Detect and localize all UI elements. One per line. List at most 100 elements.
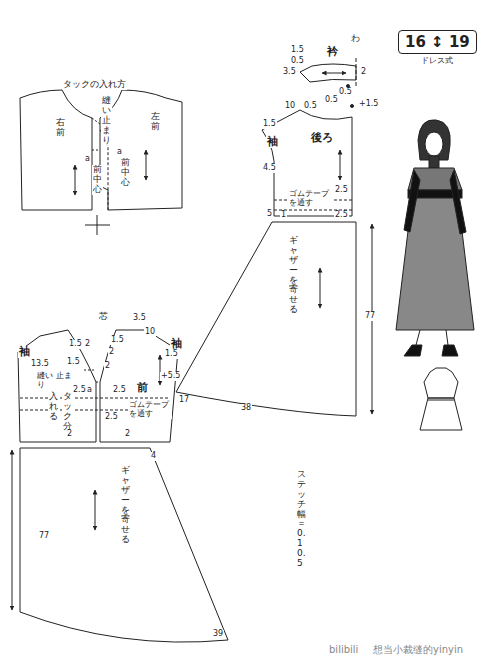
- pattern-stroke: [320, 268, 321, 308]
- dimension-label: 39: [212, 630, 224, 639]
- part-label: 衿: [326, 46, 339, 58]
- dimension-label: 2.5: [334, 186, 349, 195]
- part-label: 袖: [170, 338, 183, 350]
- part-label: ギャザーを寄せる: [120, 466, 131, 545]
- pattern-stroke: [425, 132, 443, 156]
- pattern-stroke: [424, 368, 458, 398]
- pattern-stroke: [404, 345, 422, 356]
- fashion-illustration: [396, 120, 474, 356]
- pattern-stroke: [100, 330, 178, 442]
- dimension-label: 2: [104, 362, 111, 371]
- dimension-label: 1.5: [164, 350, 179, 359]
- pattern-stroke: [262, 110, 352, 216]
- dimension-label: 13.5: [30, 360, 50, 369]
- pattern-stroke: [95, 490, 96, 530]
- dimension-label: 0.5: [338, 88, 353, 97]
- dimension-label: 2: [124, 430, 131, 439]
- pattern-stroke: [351, 105, 354, 108]
- back-skirt: [176, 222, 372, 416]
- part-label: ゴムテープ を通す: [128, 401, 172, 419]
- part-label: 芯: [98, 312, 109, 322]
- dimension-label: 77: [364, 312, 376, 321]
- pattern-stroke: [450, 170, 466, 234]
- dimension-label: 1: [280, 211, 287, 220]
- dimension-label: 4.5: [262, 164, 277, 173]
- pattern-stroke: [18, 330, 96, 442]
- part-label: タックの入れ方: [62, 80, 127, 90]
- part-label: 前: [136, 382, 149, 394]
- watermark: bilibili: [328, 644, 359, 655]
- part-label: 縫い止まり: [101, 96, 112, 145]
- pattern-stroke: [176, 222, 356, 416]
- flat-sketch: [420, 368, 462, 430]
- part-label: 袖: [18, 346, 31, 358]
- dimension-label: 1.5: [110, 336, 125, 345]
- part-label: 右前: [55, 118, 66, 138]
- pattern-stroke: [428, 400, 454, 401]
- dimension-label: 1.5: [68, 340, 83, 349]
- part-label: 袖: [266, 136, 279, 148]
- dimension-label: 10: [144, 328, 156, 337]
- dimension-label: 0.5: [290, 57, 305, 66]
- dimension-label: 2: [66, 430, 73, 439]
- pattern-stroke: [322, 73, 346, 74]
- pattern-stroke: [92, 118, 100, 150]
- pattern-stroke: [85, 215, 110, 235]
- part-label: 前中心: [120, 158, 131, 188]
- dimension-label: 2.5: [104, 413, 119, 422]
- dimension-label: 5: [266, 210, 273, 219]
- dimension-label: 1.5: [262, 120, 277, 129]
- dimension-label: 2.5: [72, 386, 87, 395]
- front-bodice: [18, 330, 178, 442]
- dimension-label: +5.5: [160, 372, 181, 381]
- pattern-stroke: [442, 345, 458, 356]
- dimension-label: 3.5: [282, 68, 297, 77]
- dimension-label: 2.5: [112, 386, 127, 395]
- dimension-label: 77: [38, 532, 50, 541]
- tuck-diagram: [20, 90, 182, 235]
- pattern-stroke: [429, 156, 439, 168]
- part-label: ステッチ幅＝0.1 0.5: [296, 470, 307, 569]
- pattern-stroke: [300, 64, 356, 82]
- front-skirt: [12, 448, 228, 642]
- pattern-stroke: [12, 450, 13, 610]
- pattern-stroke: [100, 90, 182, 210]
- pattern-stroke: [356, 58, 357, 88]
- part-label: 入れる: [48, 392, 59, 422]
- part-label: 左前: [150, 112, 161, 132]
- pattern-stroke: [404, 170, 420, 232]
- dimension-label: 2.5: [334, 211, 349, 220]
- pattern-stroke: [146, 150, 147, 180]
- pattern-stroke: [84, 370, 100, 382]
- pattern-stroke: [420, 398, 462, 430]
- dimension-label: 1.5: [66, 358, 81, 367]
- dimension-label: 0.5: [324, 96, 339, 105]
- part-label: ゴムテープ を通す: [288, 190, 332, 208]
- pattern-style: ドレス式: [398, 55, 477, 66]
- dimension-label: a: [116, 148, 123, 157]
- back-bodice: [262, 105, 354, 217]
- dimension-label: 2: [84, 340, 91, 349]
- pattern-stroke: [418, 120, 450, 160]
- pattern-number: 16 ↕ 19: [398, 30, 477, 54]
- pattern-stroke: [340, 150, 341, 180]
- watermark: 想当小裁缝的yinyin: [372, 644, 464, 655]
- dimension-label: 2: [360, 68, 367, 77]
- part-label: わ: [350, 34, 361, 44]
- dimension-label: 1.5: [290, 46, 305, 55]
- dimension-label: 17: [178, 396, 190, 405]
- dimension-label: +1.5: [358, 100, 379, 109]
- dimension-label: 38: [240, 404, 252, 413]
- dimension-label: a: [84, 155, 91, 164]
- dimension-label: 2: [108, 348, 115, 357]
- part-label: タック分: [62, 392, 73, 432]
- dimension-label: 3.5: [132, 314, 147, 323]
- pattern-stroke: [20, 448, 228, 642]
- collar-piece: [300, 58, 356, 88]
- title-box: 16 ↕ 19ドレス式: [398, 30, 477, 66]
- pattern-stroke: [20, 90, 92, 210]
- pattern-stroke: [75, 165, 76, 195]
- dimension-label: a: [86, 386, 93, 395]
